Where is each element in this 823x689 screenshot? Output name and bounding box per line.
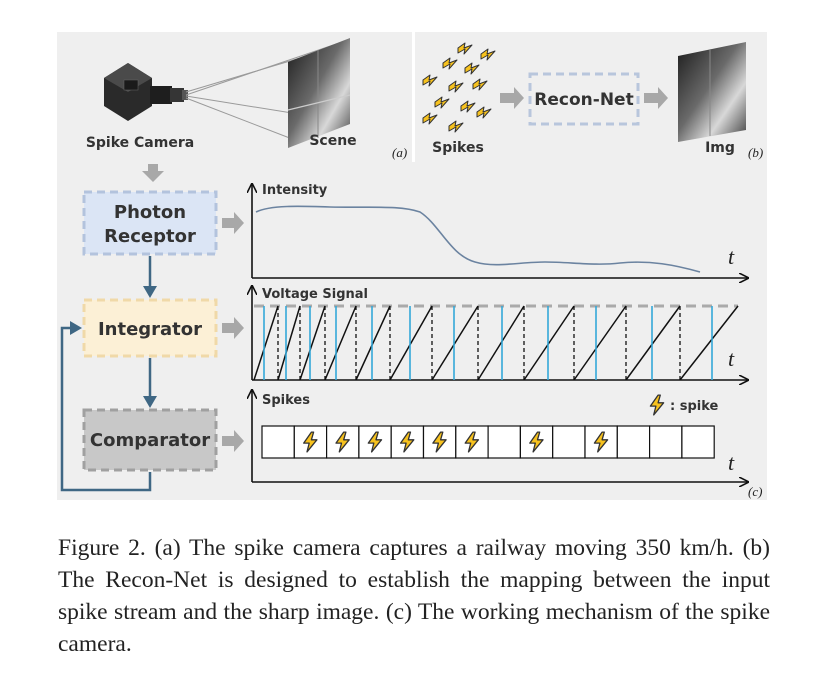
t-label-3: t — [728, 450, 735, 475]
comparator-box — [82, 408, 218, 472]
intensity-curve — [255, 205, 701, 273]
arrow-integrator-to-graph — [222, 317, 244, 339]
spikes-label-c: Spikes — [262, 393, 310, 408]
voltage-ramp — [324, 305, 357, 381]
spike-legend-label: : spike — [670, 399, 719, 414]
scene-label: Scene — [309, 133, 356, 149]
spike-slot — [648, 425, 683, 459]
voltage-ramp — [477, 305, 525, 381]
voltage-ramp — [299, 305, 326, 381]
voltage-ramp — [253, 305, 279, 381]
voltage-ramp — [523, 305, 575, 381]
voltage-ramp — [277, 305, 301, 381]
spike-camera-label: Spike Camera — [86, 135, 194, 151]
spike-slot — [358, 425, 392, 459]
photon-receptor-box — [82, 190, 218, 256]
recon-net-box — [528, 72, 640, 126]
spike-slot — [487, 425, 522, 459]
spikes-label-b: Spikes — [432, 140, 484, 156]
voltage-ramp — [625, 305, 681, 381]
spike-camera-icon — [104, 63, 188, 121]
intensity-axes — [252, 184, 748, 278]
scene-image — [287, 38, 351, 148]
photon-receptor-label-2: Receptor — [104, 226, 196, 247]
arrow-comparator-to-graph — [222, 430, 244, 452]
tag-c: (c) — [748, 484, 762, 499]
spikes-axes — [252, 390, 748, 482]
t-label-1: t — [728, 244, 735, 269]
voltage-ramp — [389, 305, 433, 381]
integrator-label: Integrator — [98, 319, 202, 340]
arrow-photon-to-graph — [222, 212, 244, 234]
connector-arrowhead-1 — [143, 286, 157, 298]
integrator-box — [82, 298, 218, 358]
comparator-label: Comparator — [90, 430, 210, 451]
spike-slot — [681, 425, 715, 459]
t-label-2: t — [728, 346, 735, 371]
img-label: Img — [705, 140, 735, 156]
spike-slot — [261, 425, 295, 459]
figure-caption: Figure 2. (a) The spike camera captures … — [58, 535, 770, 657]
voltage-label: Voltage Signal — [262, 287, 368, 302]
photon-receptor-label-1: Photon — [114, 202, 186, 223]
intensity-label: Intensity — [262, 183, 328, 198]
feedback-arrowhead — [70, 321, 82, 335]
arrow-camera-down — [142, 164, 164, 182]
recon-net-label: Recon-Net — [534, 90, 633, 110]
voltage-ramp — [355, 305, 391, 381]
arrow-spikes-to-net — [500, 87, 524, 109]
spike-slots — [261, 425, 715, 459]
voltage-ramp — [679, 305, 739, 381]
img-icon — [678, 42, 746, 142]
spike-slot — [616, 425, 651, 459]
spike-slot — [552, 425, 586, 459]
voltage-ramp — [431, 305, 479, 381]
connector-arrowhead-2 — [143, 396, 157, 408]
tag-a: (a) — [392, 145, 407, 160]
block-connectors — [60, 256, 152, 492]
voltage-ramp — [573, 305, 627, 381]
voltage-waves — [253, 305, 739, 381]
tag-b: (b) — [748, 145, 763, 160]
voltage-axes — [252, 286, 748, 380]
arrow-net-to-img — [644, 87, 668, 109]
